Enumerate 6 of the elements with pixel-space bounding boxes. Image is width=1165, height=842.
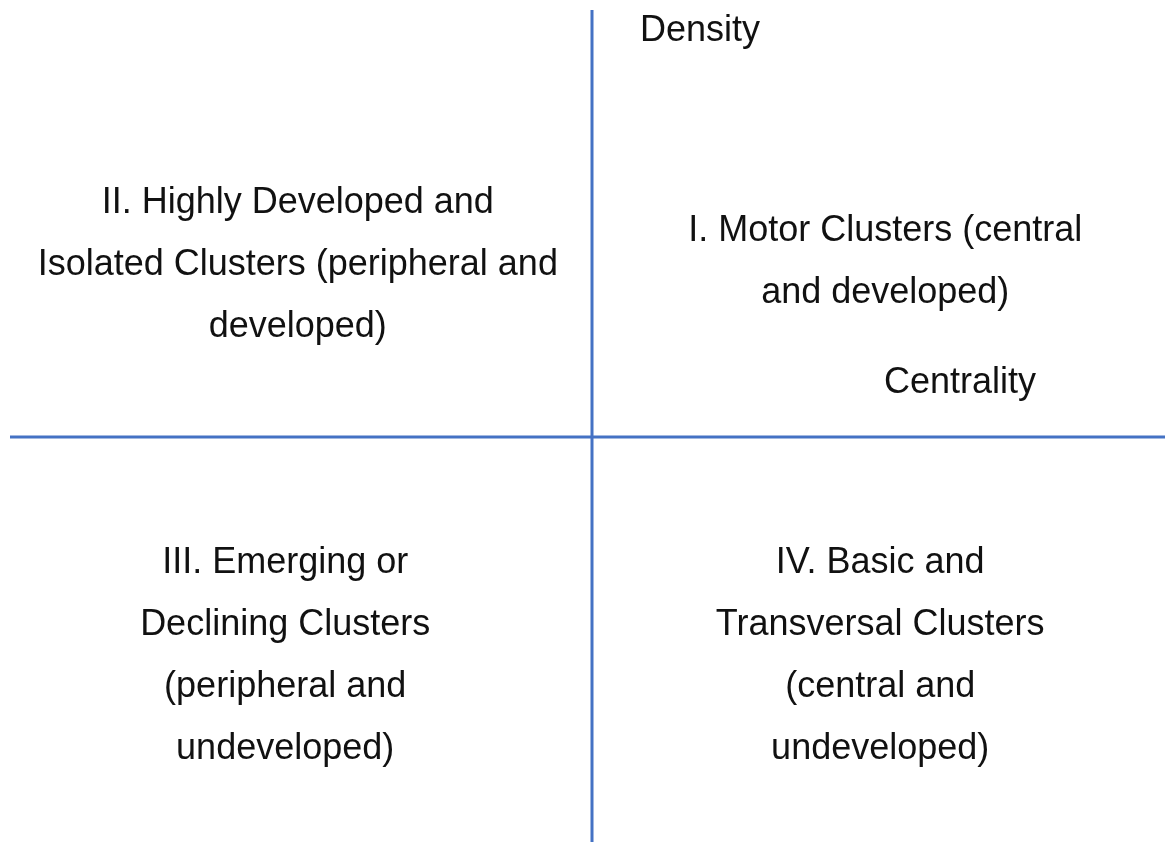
quadrant-label: IV. Basic and Transversal Clusters (central and undeveloped)	[714, 539, 1046, 769]
quadrant-label: II. Highly Developed and Isolated Clusters (peripheral and developed)	[37, 179, 559, 347]
quadrant-label: III. Emerging or Declining Clusters (peripheral and undeveloped)	[139, 539, 432, 769]
quadrant-label: I. Motor Clusters (central and developed)	[687, 207, 1084, 313]
axis-label: Density	[640, 7, 761, 51]
axis-label: Centrality	[884, 359, 1037, 403]
